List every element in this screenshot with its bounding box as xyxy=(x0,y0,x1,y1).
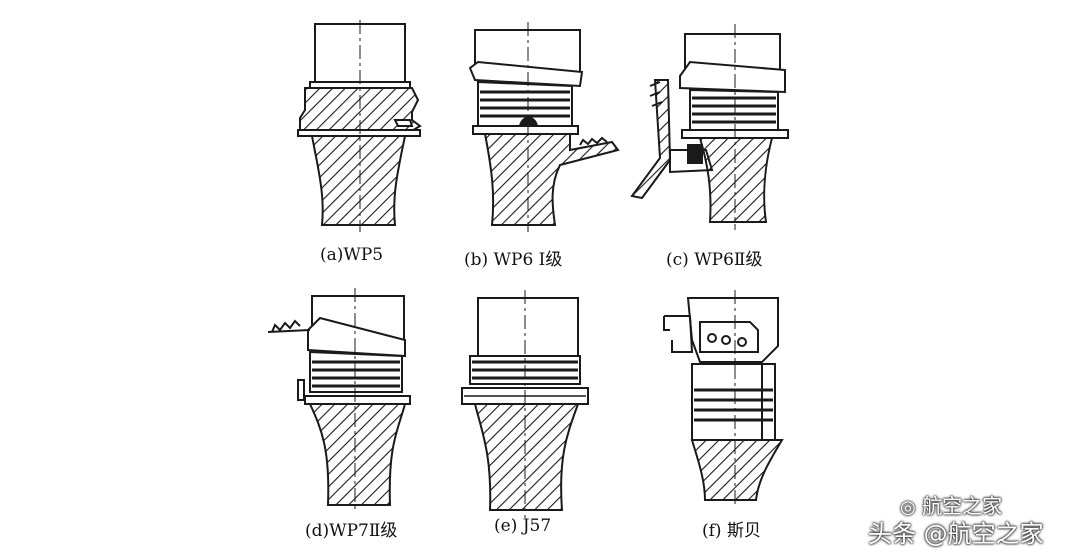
caption-a: (a)WP5 xyxy=(320,245,384,265)
figure-d-drawing xyxy=(267,288,411,512)
figure-a-drawing xyxy=(297,20,422,232)
figure-b-drawing xyxy=(468,22,620,232)
figure-c-drawing xyxy=(630,24,789,230)
figure-f-drawing xyxy=(663,290,784,508)
caption-d: (d)WP7Ⅱ级 xyxy=(305,521,398,541)
wechat-icon: ◎ xyxy=(900,497,916,518)
watermark-source: 头条 @航空之家 xyxy=(868,520,1044,548)
watermark-channel-text: 航空之家 xyxy=(922,494,1003,518)
caption-f: (f) 斯贝 xyxy=(702,521,761,541)
caption-c: (c) WP6Ⅱ级 xyxy=(666,250,763,270)
caption-b: (b) WP6 Ⅰ级 xyxy=(464,250,563,270)
figure-e-drawing xyxy=(461,290,589,518)
watermark-channel: ◎ 航空之家 xyxy=(900,490,1002,519)
caption-e: (e) J57 xyxy=(494,516,552,536)
